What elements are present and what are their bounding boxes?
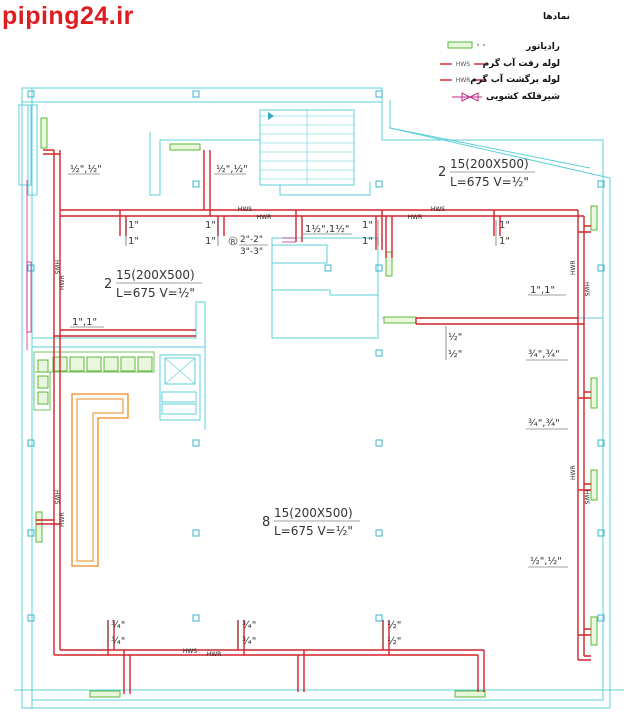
room-1-count: 2 xyxy=(438,165,446,180)
size-label: 3"-3" xyxy=(240,247,263,257)
room-2-spec: 15(200X500) xyxy=(116,268,195,282)
size-label: 2"-2" xyxy=(240,235,263,245)
size-label: ½",½" xyxy=(530,555,562,567)
size-label: 1" xyxy=(499,220,510,231)
room-3-count: 8 xyxy=(262,515,270,530)
size-label: ½" xyxy=(448,348,462,360)
size-label: ½" xyxy=(448,331,462,343)
building-walls xyxy=(14,87,624,709)
size-label: ½",½" xyxy=(70,163,102,175)
size-label: ½",½" xyxy=(216,163,248,175)
size-label: 1" xyxy=(205,220,216,231)
room-label-1: 2 15(200X500) L=675 V=½" xyxy=(438,157,535,189)
size-label: 1",1" xyxy=(530,285,555,296)
room-1-detail: L=675 V=½" xyxy=(450,175,529,189)
size-label: ½" xyxy=(387,635,401,647)
size-label-r: R xyxy=(231,238,236,246)
hws-label-top: HWS xyxy=(238,206,252,213)
size-label: ½" xyxy=(387,619,401,631)
hws-label-top-right: HWS xyxy=(431,206,445,213)
hot-water-pipes xyxy=(26,149,591,694)
hwr-label-bottom: HWR xyxy=(207,651,222,658)
counter-outline-inner xyxy=(76,398,124,562)
radiator-legend-icon xyxy=(447,41,473,49)
size-label: 1" xyxy=(499,236,510,247)
room-2-count: 2 xyxy=(104,277,112,292)
hwr-label-top: HWR xyxy=(257,214,272,221)
radiators xyxy=(35,117,598,698)
legend-hwr: لوله برگشت آب گرم xyxy=(470,73,560,85)
pipe-size-labels: ½",½" ½",½" 1" 1" 1" 1" R 2"-2" 3"-3" 1½… xyxy=(68,163,568,647)
size-label: 1" xyxy=(205,236,216,247)
size-label: 1½",1½" xyxy=(305,223,350,235)
size-label: ¾",¾" xyxy=(528,349,560,360)
room-1-spec: 15(200X500) xyxy=(450,157,529,171)
room-label-2: 2 15(200X500) L=675 V=½" xyxy=(104,268,202,300)
hws-label-left: HWS xyxy=(53,260,60,274)
legend: نمادها رادیاتور HWS لوله رفت آب گرم HWR … xyxy=(440,12,570,102)
size-label: ¾" xyxy=(111,620,125,631)
hwr-label-left: HWR xyxy=(59,275,66,290)
room-3-spec: 15(200X500) xyxy=(274,506,353,520)
counter-outline-outer xyxy=(71,393,129,567)
legend-radiator: رادیاتور xyxy=(525,42,560,52)
legend-title: نمادها xyxy=(543,12,570,22)
hws-label-bottom: HWS xyxy=(183,648,197,655)
legend-hws: لوله رفت آب گرم xyxy=(483,57,560,69)
room-label-3: 8 15(200X500) L=675 V=½" xyxy=(262,506,360,538)
size-label: 1",1" xyxy=(72,317,97,328)
size-label: ¾",¾" xyxy=(528,418,560,429)
legend-gate-valve: شیرفلکه کشویی xyxy=(486,92,560,102)
hwr-label-left-lower: HWR xyxy=(59,512,66,527)
structural-columns xyxy=(27,90,605,622)
hws-label-right-lower: HWS xyxy=(583,490,590,504)
size-label: ¾" xyxy=(242,636,256,647)
hws-label-right: HWS xyxy=(583,282,590,296)
hwr-label-right-lower: HWR xyxy=(570,465,577,480)
gate-valve-icon xyxy=(452,92,482,102)
size-label: 1" xyxy=(128,220,139,231)
room-3-detail: L=675 V=½" xyxy=(274,524,353,538)
size-label: 1" xyxy=(362,220,373,231)
hwr-label-top-right: HWR xyxy=(408,214,423,221)
size-label: ¾" xyxy=(111,636,125,647)
room-2-detail: L=675 V=½" xyxy=(116,286,195,300)
hws-label-left-lower: HWS xyxy=(53,490,60,504)
hwr-label-right: HWR xyxy=(570,260,577,275)
legend-hwr-code: HWR xyxy=(456,77,471,84)
size-label: 1" xyxy=(362,236,373,247)
legend-hws-code: HWS xyxy=(456,61,470,68)
site-watermark: piping24.ir xyxy=(2,2,134,30)
size-label: ¾" xyxy=(242,620,256,631)
size-label: 1" xyxy=(128,236,139,247)
